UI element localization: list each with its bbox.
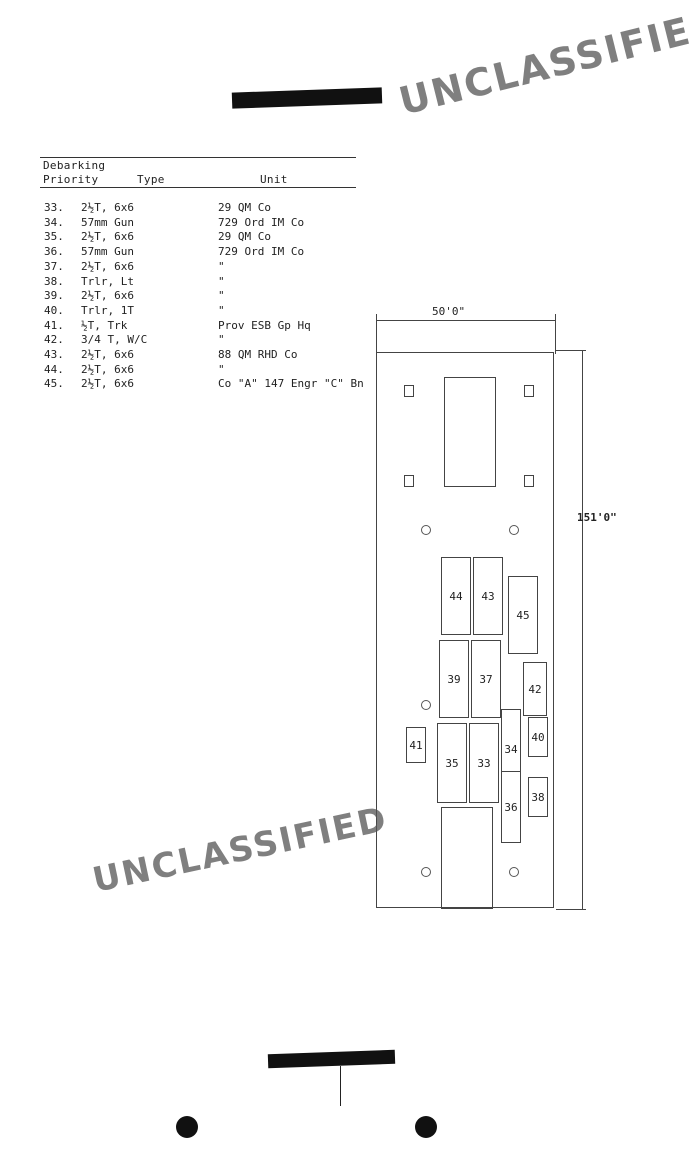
row-unit: 729 Ord IM Co xyxy=(218,215,305,229)
header-top-rule xyxy=(40,157,356,158)
row-type: 2½T, 6x6 xyxy=(81,348,134,361)
width-dimension-tick-right xyxy=(555,314,556,354)
vehicle-45: 45 xyxy=(508,576,538,654)
vehicle-39: 39 xyxy=(439,640,469,718)
deck-post xyxy=(404,385,414,397)
vehicle-33: 33 xyxy=(469,723,499,803)
ship-deck-outline: 44 43 45 39 37 42 41 35 33 34 40 36 38 xyxy=(376,352,554,909)
vehicle-43: 43 xyxy=(473,557,503,635)
vehicle-34: 34 xyxy=(501,709,521,789)
length-dimension-line xyxy=(582,350,583,910)
row-unit: " xyxy=(218,362,225,376)
vehicle-42: 42 xyxy=(523,662,547,716)
row-unit: " xyxy=(218,333,225,347)
width-dimension-tick-left xyxy=(376,314,377,354)
header-priority: Priority xyxy=(43,173,99,186)
length-dimension-tick-bottom xyxy=(556,909,586,910)
classification-stamp-bottom: UNCLASSIFIED xyxy=(89,799,392,901)
binder-hole-left xyxy=(176,1116,198,1138)
deck-circle xyxy=(421,867,431,877)
redaction-bar-top xyxy=(231,87,383,109)
deck-circle xyxy=(509,867,519,877)
row-type: 2½T, 6x6 xyxy=(81,259,134,273)
vehicle-41: 41 xyxy=(406,727,426,763)
deck-circle xyxy=(421,700,431,710)
row-unit: " xyxy=(218,259,225,273)
aft-hatch xyxy=(441,807,493,909)
vehicle-44: 44 xyxy=(441,557,471,635)
row-unit: 729 Ord IM Co xyxy=(218,245,305,259)
redaction-bar-bottom xyxy=(267,1049,396,1069)
row-unit: 29 QM Co xyxy=(218,230,271,244)
vehicle-36: 36 xyxy=(501,771,521,843)
row-unit: " xyxy=(218,303,225,317)
row-num: 43. xyxy=(44,348,64,361)
row-num: 40. xyxy=(44,303,64,317)
header-unit: Unit xyxy=(260,173,288,186)
row-type: Trlr, Lt xyxy=(81,274,134,288)
deck-circle xyxy=(509,525,519,535)
binder-hole-right xyxy=(415,1116,437,1138)
header-debarking: Debarking xyxy=(43,159,106,172)
row-unit: 29 QM Co xyxy=(218,201,271,214)
width-dimension-line xyxy=(376,320,556,321)
vehicle-38: 38 xyxy=(528,777,548,817)
row-num: 33. xyxy=(44,201,64,214)
row-type: 57mm Gun xyxy=(81,245,134,259)
row-num: 39. xyxy=(44,289,64,303)
row-num: 41. xyxy=(44,318,64,332)
deck-post xyxy=(524,385,534,397)
width-label: 50'0" xyxy=(432,305,466,318)
deck-post xyxy=(404,475,414,487)
vehicle-40: 40 xyxy=(528,717,548,757)
row-unit: Co "A" 147 Engr "C" Bn xyxy=(218,377,364,391)
row-type: 2½T, 6x6 xyxy=(81,377,134,391)
row-type: 3/4 T, W/C xyxy=(81,333,148,347)
row-type: 57mm Gun xyxy=(81,215,134,229)
deck-circle xyxy=(421,525,431,535)
length-label: 151'0" xyxy=(577,511,617,524)
row-type: 2½T, 6x6 xyxy=(81,289,134,303)
row-num: 35. xyxy=(44,230,64,244)
row-type: ½T, Trk xyxy=(81,318,128,332)
row-unit: " xyxy=(218,289,225,303)
forward-hatch xyxy=(444,377,496,487)
row-num: 34. xyxy=(44,215,64,229)
row-unit: Prov ESB Gp Hq xyxy=(218,318,311,332)
row-type: 2½T, 6x6 xyxy=(81,201,134,214)
length-dimension-tick-top xyxy=(556,350,586,351)
row-num: 38. xyxy=(44,274,64,288)
vehicle-37: 37 xyxy=(471,640,501,718)
row-type: 2½T, 6x6 xyxy=(81,362,134,376)
classification-stamp-top: UNCLASSIFIED xyxy=(394,0,690,124)
deck-post xyxy=(524,475,534,487)
binder-line xyxy=(340,1066,341,1106)
row-unit: 88 QM RHD Co xyxy=(218,348,298,361)
row-num: 36. xyxy=(44,245,64,259)
row-num: 37. xyxy=(44,259,64,273)
row-unit: " xyxy=(218,274,225,288)
header-type: Type xyxy=(137,173,165,186)
row-num: 42. xyxy=(44,333,64,347)
header-bottom-rule xyxy=(40,187,356,188)
row-type: Trlr, 1T xyxy=(81,303,134,317)
row-type: 2½T, 6x6 xyxy=(81,230,134,244)
row-num: 45. xyxy=(44,377,64,391)
vehicle-35: 35 xyxy=(437,723,467,803)
row-num: 44. xyxy=(44,362,64,376)
